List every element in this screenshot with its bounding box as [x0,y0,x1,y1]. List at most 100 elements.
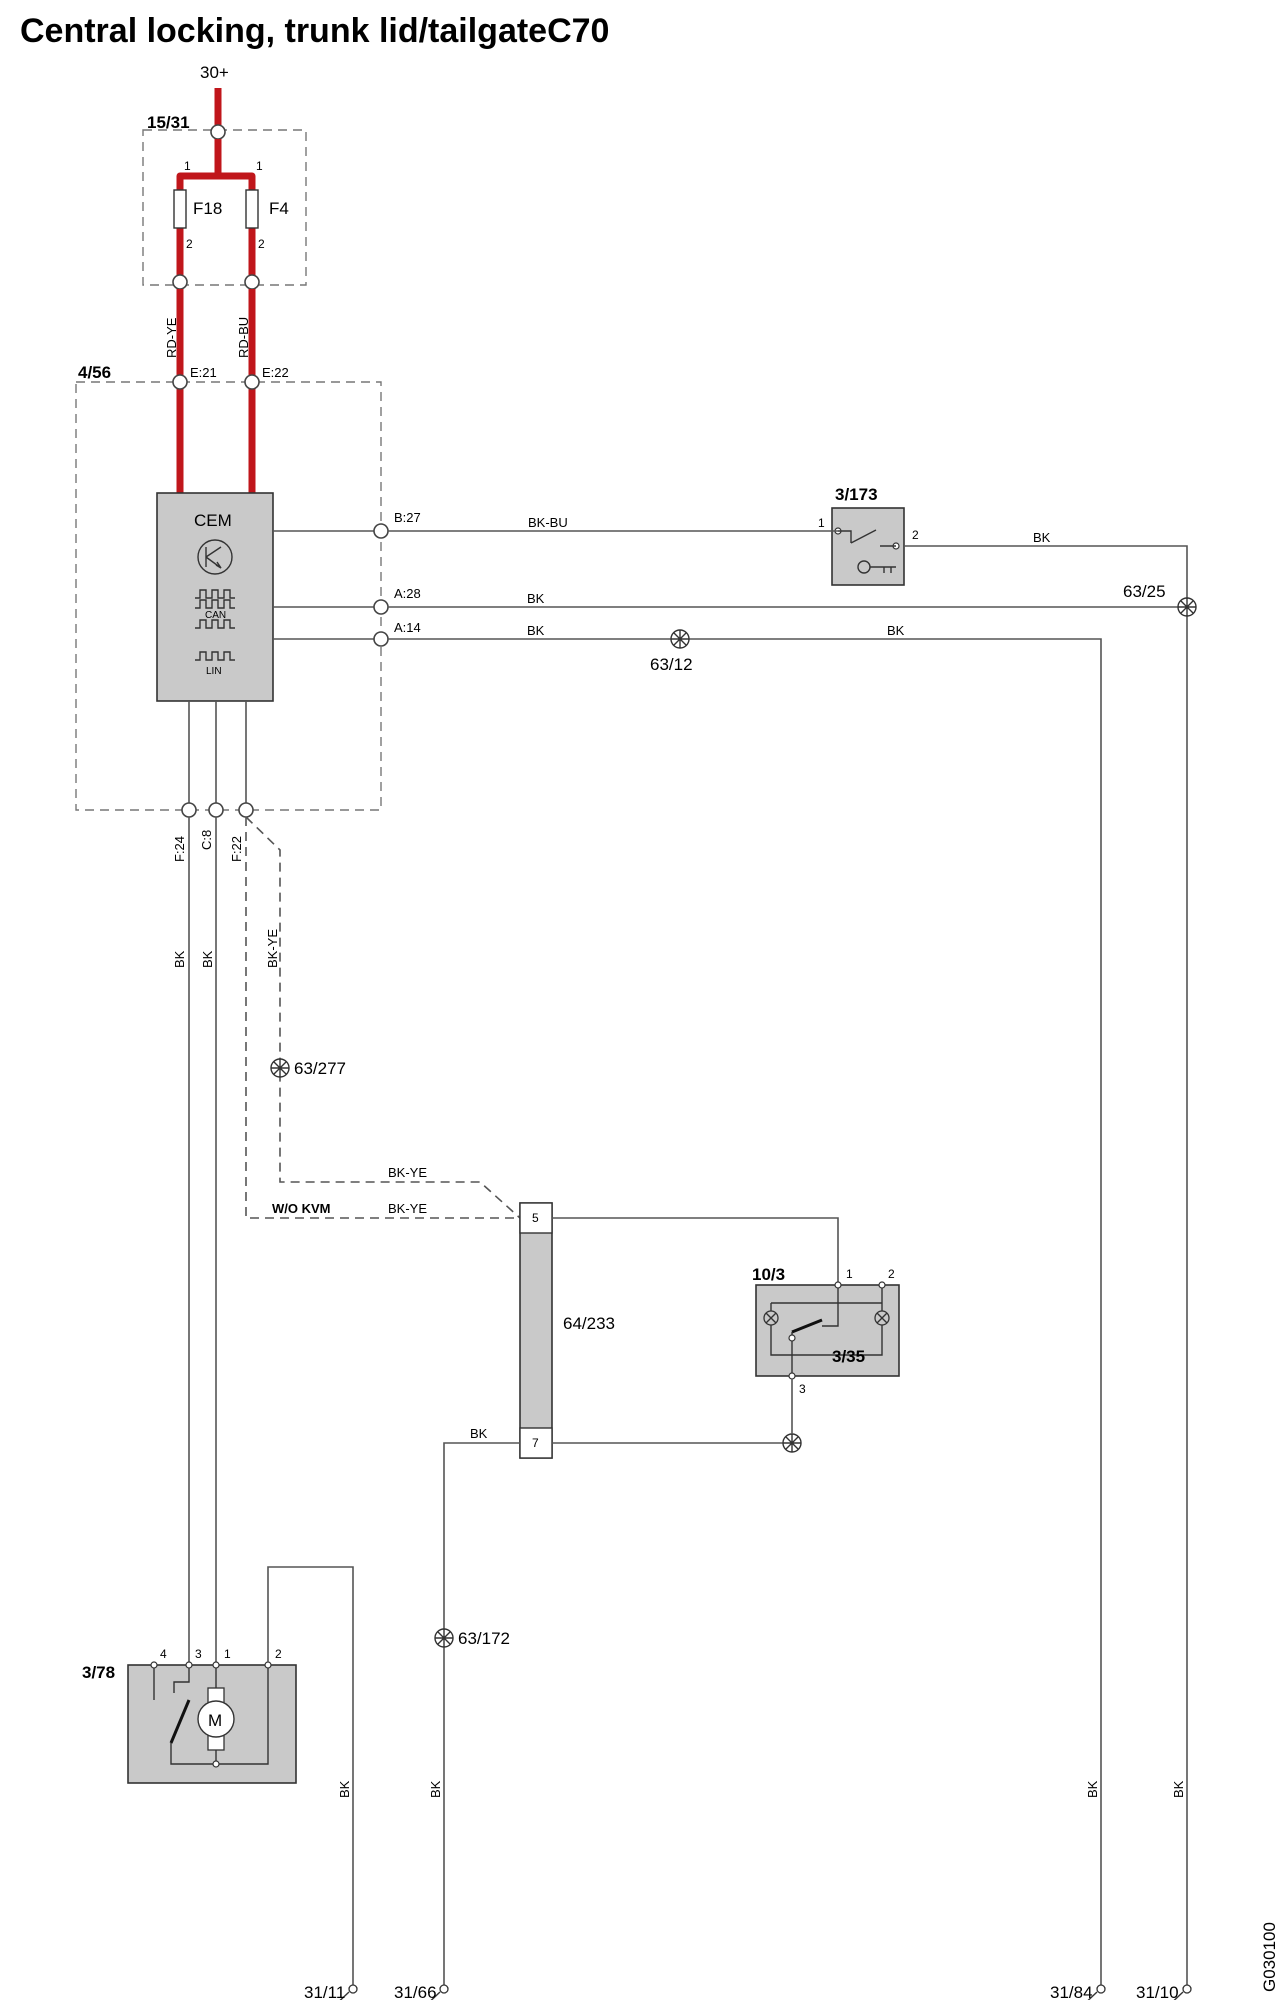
cem-feed-wires: RD-YE RD-BU [164,289,256,493]
wire-f24-color: BK [172,950,187,968]
connector-64-233-id: 64/233 [563,1314,615,1333]
wire-a14-color: BK [527,623,545,638]
cem-output-a28-label: A:28 [394,586,421,601]
fuse-f4-terminal [244,274,260,290]
can-signal-icon [195,589,235,629]
cem-unit [156,492,274,702]
lamp-unit-body [755,1284,900,1377]
wire-f22-wo-kvm [245,817,520,1219]
cem-pin-f24 [181,802,197,818]
splice-63-25 [1177,597,1197,617]
wire-c8-color: BK [200,950,215,968]
wire-f22-kvm [245,816,521,1219]
cem-output-b27-label: B:27 [394,510,421,525]
cem-output-b27 [373,523,389,539]
splice-63-172-label: 63/172 [458,1629,510,1648]
cem-output-stubs [273,530,375,640]
fuse-node-left [176,172,184,180]
cem-pin-f22 [238,802,254,818]
splice-63-12 [670,629,690,649]
lin-signal-icon [195,651,235,661]
switch-contact [838,529,896,547]
cem-output-a14-label: A:14 [394,620,421,635]
wire-a14 [388,638,1102,1985]
variant-label: W/O KVM [272,1201,331,1216]
switch-3-173-id: 3/173 [835,485,878,504]
fuse-box-id: 15/31 [147,113,190,132]
fuse-f18-pin-out: 2 [186,237,193,251]
fuse-f18-symbol [173,189,187,229]
ground-31-66-label: 31/66 [394,1983,437,2000]
cem-input-e22 [244,374,260,390]
cem-pin-c8-label: C:8 [199,830,214,850]
motor-symbol: M [208,1711,222,1730]
cem-lin-label: LIN [206,666,222,677]
ground-31-84-label: 31/84 [1050,1983,1093,2000]
fuse-f18-pin-in: 1 [184,159,191,173]
wire-motor-pin2-to-ground [267,1566,354,1985]
fuse-f4-pin-out: 2 [258,237,265,251]
splice-63-12-label: 63/12 [650,655,693,674]
lamp-right-icon [874,1310,890,1326]
splice-63-277 [270,1058,290,1078]
fuse-f4-pin-in: 1 [256,159,263,173]
cem-bottom-stubs [188,701,247,803]
motor-pin-3: 3 [195,1647,202,1661]
cem-name: CEM [194,511,232,530]
page-title: Central locking, trunk lid/tailgateC70 [20,12,609,50]
cem-module: 4/56 E:21 E:22 CEM CAN LIN B:27 A:28 A:1… [75,363,421,862]
motor-icon [197,1700,235,1738]
red-feed-wires [176,289,256,493]
cem-pin-c8 [208,802,224,818]
motor-switch-leads [153,1668,190,1700]
cem-can-label: CAN [205,610,226,621]
cem-output-a14 [373,631,389,647]
cem-output-a28 [373,599,389,615]
lamp-pin-2: 2 [888,1267,895,1281]
switch-3-173-pin-1: 1 [818,516,825,530]
wire-switch-to-ground [904,545,1188,1985]
lamp-unit-id: 10/3 [752,1265,785,1284]
fuse-f4-label: F4 [269,199,289,218]
right-side-wires: BK-BU BK BK 63/25 BK BK 63/12 [388,515,1197,1985]
wire-pin7-color: BK [470,1426,488,1441]
splice-lamp-ground [782,1433,802,1453]
cem-outline [75,381,382,811]
wire-rd-ye-label: RD-YE [164,317,179,358]
wire-a28-color: BK [527,591,545,606]
cem-input-e21 [172,374,188,390]
wire-switch-color: BK [1033,530,1051,545]
lamp-switch-feed [822,1288,839,1327]
wire-pin7-to-ground [443,1442,520,1985]
ground-31-11 [339,1984,358,2000]
wire-31-84-color: BK [1085,1780,1100,1798]
switch-3-173: 3/173 1 2 [818,485,919,586]
connector-pin-5: 5 [532,1211,539,1225]
cem-module-id: 4/56 [78,363,111,382]
lamp-unit-10-3: 10/3 1 2 3 3/35 [752,1265,900,1434]
wire-63-172-color: BK [428,1780,443,1798]
motor-pin-1: 1 [224,1647,231,1661]
key-icon [857,560,896,574]
wire-pin5-to-lamp [552,1217,839,1285]
wire-31-10-color: BK [1171,1780,1186,1798]
motor-unit-id: 3/78 [82,1663,115,1682]
ground-31-10-label: 31/10 [1136,1983,1179,2000]
wire-a14-color-2: BK [887,623,905,638]
fuse-power-wires [176,139,256,282]
ground-31-84 [1087,1984,1106,2000]
lamp-switch-id: 3/35 [832,1347,865,1366]
wire-rd-bu-label: RD-BU [236,317,251,358]
transistor-icon [197,539,233,575]
splice-63-172 [434,1628,454,1648]
wire-kvm-color: BK-YE [388,1165,427,1180]
lamp-pin-3: 3 [799,1382,806,1396]
ground-31-10 [1173,1984,1192,2000]
cem-input-e22-label: E:22 [262,365,289,380]
connector-64-233-body [519,1202,553,1459]
fuse-f18-terminal [172,274,188,290]
motor-pin-2: 2 [275,1647,282,1661]
lower-left-wires: BK BK BK-YE 63/277 BK-YE BK-YE W/O KVM [172,816,521,1665]
ground-31-11-label: 31/11 [304,1983,345,2000]
wire-motor-ground-color: BK [337,1780,352,1798]
